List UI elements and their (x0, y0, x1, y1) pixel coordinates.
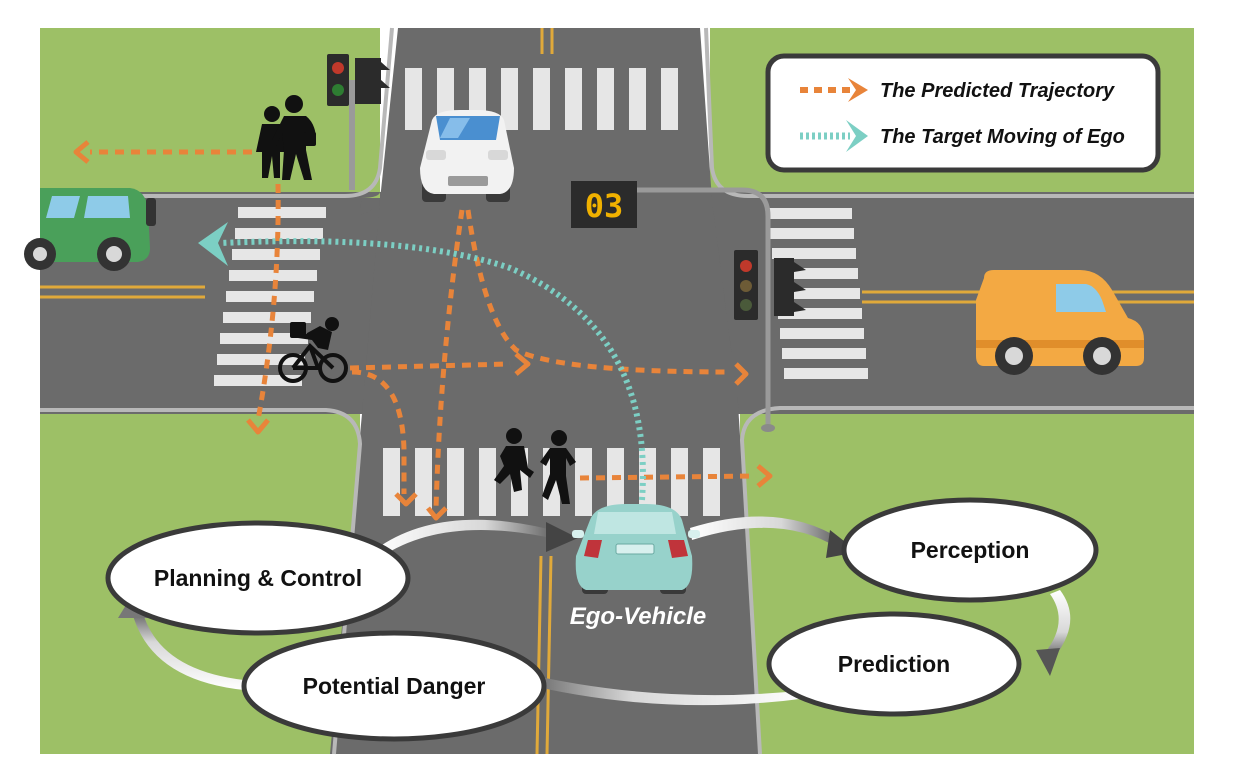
orange-van-icon (976, 270, 1144, 375)
legend-dotted-arrow-icon (800, 120, 868, 152)
perception-label: Perception (911, 537, 1030, 563)
traffic-light-icon (327, 54, 390, 190)
legend-predicted-label: The Predicted Trajectory (880, 80, 1115, 102)
white-car-icon (420, 110, 514, 202)
legend: The Predicted Trajectory The Target Movi… (765, 53, 1161, 173)
potential-danger-node: Potential Danger (241, 630, 547, 742)
countdown-display-icon: 03 (571, 181, 637, 228)
planning-control-node: Planning & Control (105, 520, 411, 636)
curb-corners (360, 190, 381, 198)
crosswalk-right (768, 208, 868, 379)
traffic-light-icon (637, 187, 806, 432)
cyclist-icon (278, 317, 348, 383)
legend-target-label: The Target Moving of Ego (880, 126, 1125, 148)
planning-control-label: Planning & Control (154, 565, 362, 591)
legend-dashed-arrow-icon (800, 78, 868, 102)
potential-danger-label: Potential Danger (303, 673, 486, 699)
ego-vehicle-label: Ego-Vehicle (570, 603, 706, 630)
prediction-label: Prediction (838, 651, 950, 677)
ego-target-trajectory (198, 222, 646, 501)
countdown-value: 03 (585, 187, 624, 225)
predicted-arrowheads (73, 140, 773, 521)
green-car-icon (24, 188, 156, 271)
prediction-node: Prediction (766, 611, 1022, 717)
pedestrian-pair-icon (256, 95, 316, 180)
perception-node: Perception (841, 497, 1099, 603)
predicted-trajectories (90, 149, 757, 511)
running-pedestrians-icon (494, 428, 576, 504)
ego-vehicle-icon (572, 504, 700, 594)
